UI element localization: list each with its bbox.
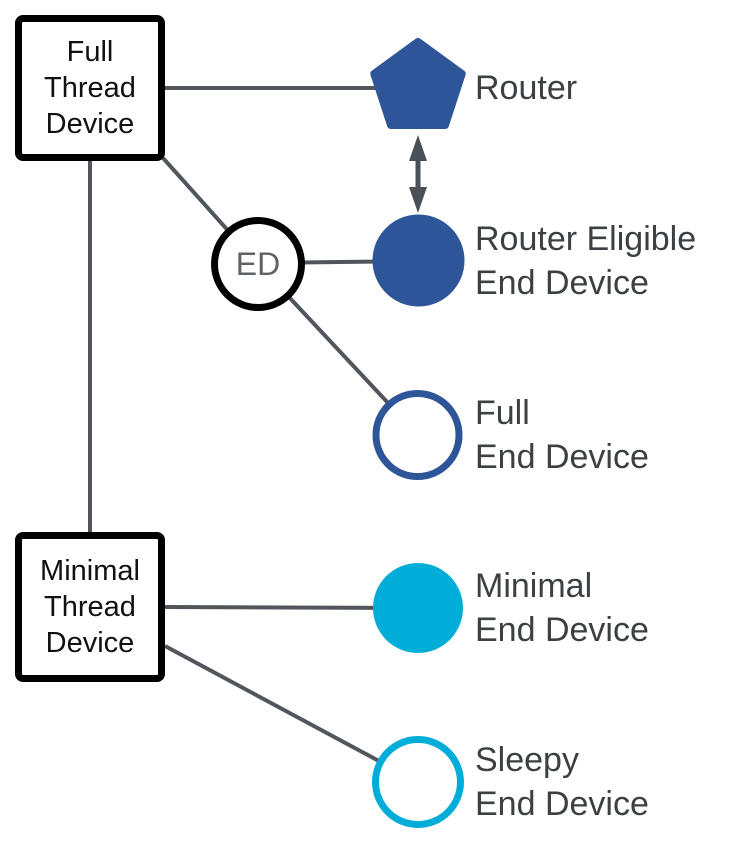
minimal-end-device-circle-icon xyxy=(373,563,463,653)
sleepy-end-device-circle-icon xyxy=(372,736,464,828)
minimal-thread-device-box: Minimal Thread Device xyxy=(15,532,165,682)
router-eligible-end-device-label: Router Eligible End Device xyxy=(475,220,697,302)
router-eligible-end-device-circle-icon xyxy=(372,214,465,307)
ed-badge-label: ED xyxy=(235,245,281,282)
router-label: Router xyxy=(475,69,578,107)
arrow-up-head-icon xyxy=(409,135,427,161)
full-end-device-label: Full End Device xyxy=(475,394,649,476)
router-pentagon-icon xyxy=(370,38,466,129)
edge-mtd-to-sed xyxy=(164,644,419,784)
ed-badge-circle: ED xyxy=(211,217,305,311)
minimal-end-device-label: Minimal End Device xyxy=(475,567,649,649)
arrow-down-head-icon xyxy=(409,187,427,213)
full-thread-device-box: Full Thread Device xyxy=(15,15,165,161)
sleepy-end-device-label: Sleepy End Device xyxy=(475,741,649,823)
full-end-device-circle-icon xyxy=(372,390,463,480)
